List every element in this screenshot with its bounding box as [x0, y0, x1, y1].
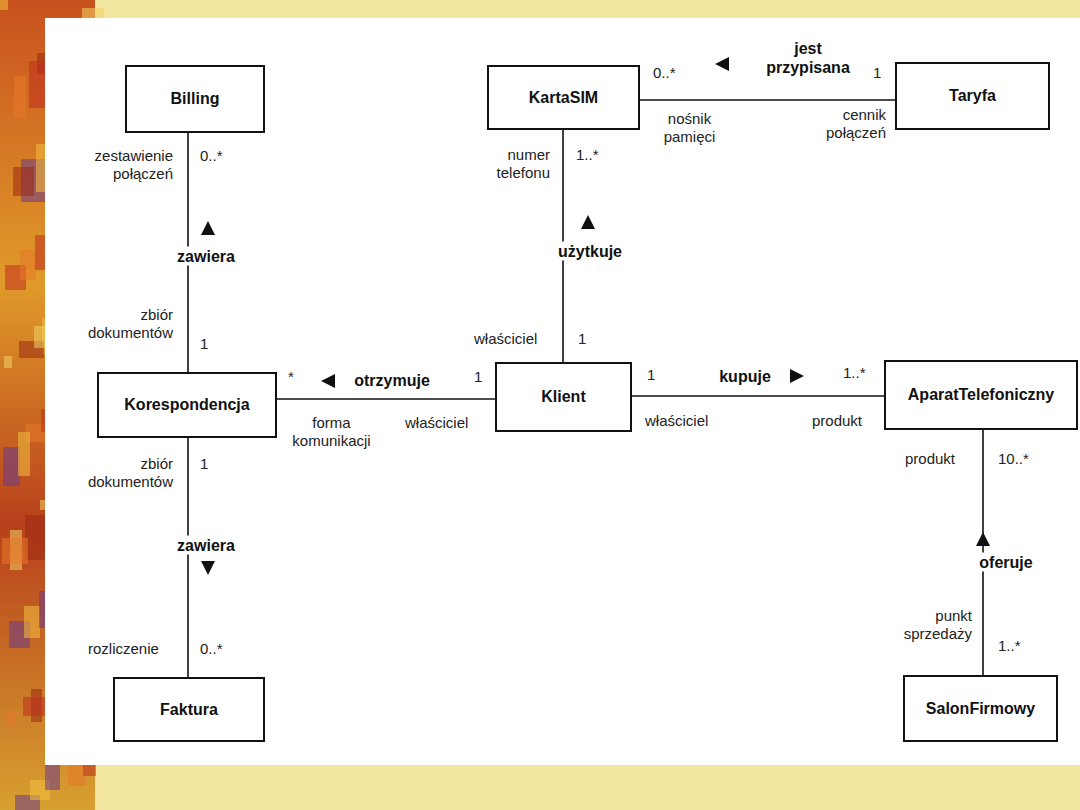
class-name: SalonFirmowy	[926, 700, 1035, 718]
texture-patch	[24, 606, 40, 638]
role-name: właściciel	[474, 330, 537, 348]
class-name: Taryfa	[949, 87, 996, 105]
class-box: Billing	[125, 65, 265, 133]
direction-triangle	[976, 532, 990, 546]
role-name: produkt	[905, 450, 955, 468]
association-name: kupuje	[716, 367, 774, 386]
texture-patch	[0, 0, 8, 10]
texture-patch	[13, 167, 34, 196]
class-name: Billing	[171, 90, 220, 108]
direction-triangle	[321, 374, 335, 388]
multiplicity: 1	[578, 330, 586, 348]
role-name: zbiór dokumentów	[68, 455, 173, 491]
role-name: numer telefonu	[470, 146, 550, 182]
role-name: punkt sprzedaży	[880, 607, 972, 643]
multiplicity: 1	[474, 368, 482, 386]
class-box: SalonFirmowy	[903, 675, 1058, 742]
class-box: Taryfa	[895, 62, 1050, 130]
association-line	[640, 99, 895, 101]
texture-patch	[35, 235, 46, 270]
multiplicity: 1	[647, 366, 655, 384]
texture-patch	[20, 250, 36, 280]
role-name: nośnik pamięci	[652, 110, 727, 146]
multiplicity: 1	[200, 455, 208, 473]
direction-triangle	[715, 57, 729, 71]
multiplicity: 1..*	[843, 364, 866, 382]
role-name: zbiór dokumentów	[68, 306, 173, 342]
multiplicity: *	[288, 368, 294, 386]
multiplicity: 1	[200, 335, 208, 353]
association-name: oferuje	[976, 553, 1035, 572]
texture-patch	[45, 765, 60, 790]
association-name: otrzymuje	[351, 371, 433, 390]
role-name: produkt	[812, 412, 862, 430]
texture-patch	[14, 76, 26, 118]
multiplicity: 0..*	[200, 147, 223, 165]
role-name: forma komunikacji	[284, 414, 379, 450]
class-box: Faktura	[113, 677, 265, 742]
association-line	[277, 398, 495, 400]
texture-patch	[2, 538, 28, 564]
role-name: cennik połączeń	[806, 106, 886, 142]
association-line	[187, 438, 189, 677]
class-box: AparatTelefoniczny	[884, 360, 1078, 430]
multiplicity: 1..*	[998, 637, 1021, 655]
direction-triangle	[790, 369, 804, 383]
direction-triangle	[201, 221, 215, 235]
class-name: KartaSIM	[529, 89, 598, 107]
multiplicity: 1	[873, 64, 881, 82]
class-box: KartaSIM	[487, 65, 640, 130]
association-line	[632, 395, 884, 397]
class-name: Faktura	[160, 701, 218, 719]
association-name: zawiera	[174, 247, 238, 266]
texture-patch	[4, 356, 12, 368]
multiplicity: 0..*	[653, 64, 676, 82]
association-name: jest przypisana	[759, 39, 857, 77]
role-name: właściciel	[405, 414, 468, 432]
white-panel	[45, 18, 1080, 765]
multiplicity: 0..*	[200, 640, 223, 658]
role-name: rozliczenie	[88, 640, 159, 658]
role-name: właściciel	[645, 412, 708, 430]
multiplicity: 1..*	[576, 146, 599, 164]
association-name: zawiera	[174, 536, 238, 555]
texture-patch	[18, 432, 30, 476]
direction-triangle	[581, 215, 595, 229]
class-box: Korespondencja	[97, 372, 277, 438]
class-box: Klient	[495, 362, 632, 432]
class-name: AparatTelefoniczny	[908, 386, 1054, 404]
role-name: zestawienie połączeń	[78, 147, 173, 183]
association-name: użytkuje	[555, 242, 625, 261]
class-name: Klient	[541, 388, 585, 406]
multiplicity: 10..*	[998, 450, 1029, 468]
class-name: Korespondencja	[124, 396, 249, 414]
direction-triangle	[201, 561, 215, 575]
texture-patch	[8, 712, 16, 726]
texture-patch	[3, 447, 20, 486]
texture-patch	[23, 697, 48, 716]
